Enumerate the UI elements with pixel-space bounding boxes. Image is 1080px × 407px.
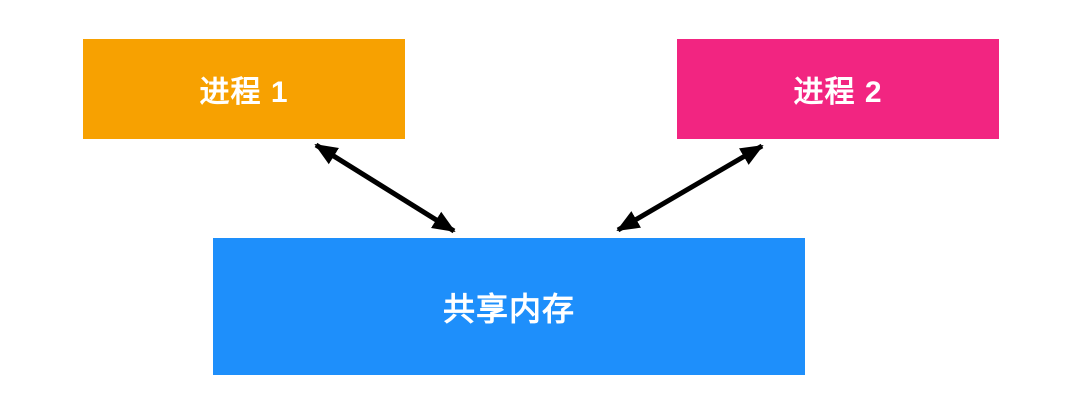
node-process-2-label: 进程 2 [793, 76, 883, 109]
node-process-1-label: 进程 1 [199, 76, 289, 109]
node-shared-memory: 共享内存 [213, 238, 805, 375]
arrow-process2-sharedmemory [616, 143, 764, 233]
node-process-1: 进程 1 [83, 39, 405, 139]
arrow-process1-sharedmemory [314, 142, 456, 234]
node-shared-memory-label: 共享内存 [442, 290, 575, 327]
node-process-2: 进程 2 [677, 39, 999, 139]
